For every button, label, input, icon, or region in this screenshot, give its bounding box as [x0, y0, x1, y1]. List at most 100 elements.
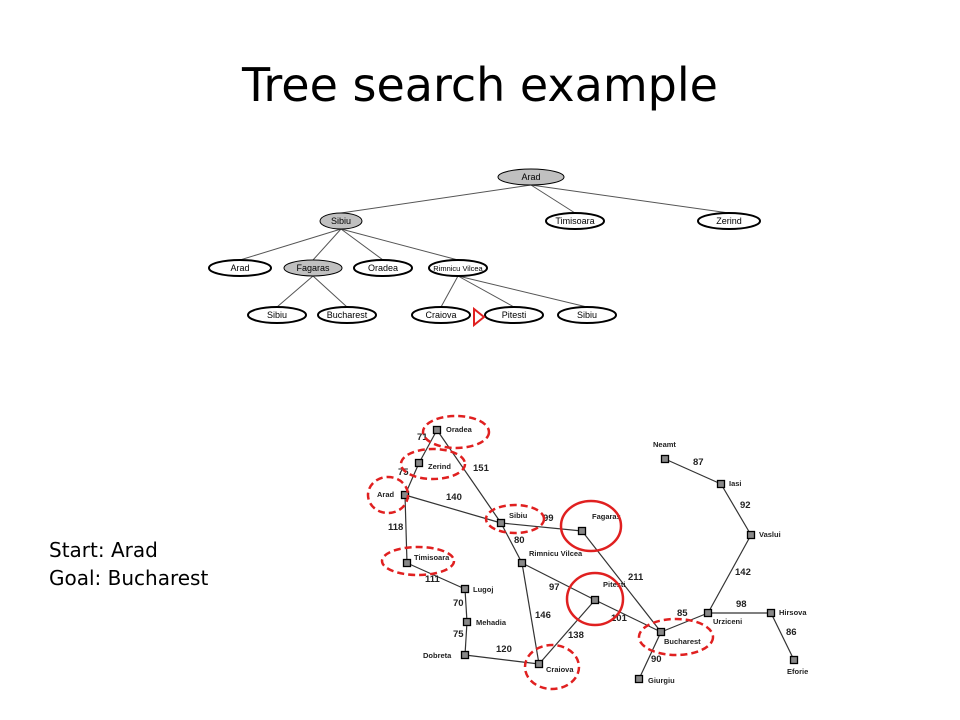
road-distance: 75	[398, 467, 409, 478]
city-hirsova: Hirsova	[766, 608, 807, 618]
road-hirsova-eforie	[770, 612, 795, 661]
city-marker-icon	[766, 608, 776, 618]
city-label: Lugoj	[473, 585, 493, 594]
road-sibiu-rimnicu	[500, 522, 523, 564]
city-timisoara: Timisoara	[402, 553, 450, 568]
road-distance: 146	[535, 610, 551, 621]
road-fagaras-bucharest	[581, 530, 662, 633]
tree-edge	[276, 275, 314, 308]
city-label: Rimnicu Vilcea	[529, 549, 583, 558]
tree-node-zerind: Zerind	[697, 212, 761, 230]
tree-node-label: Oradea	[368, 263, 398, 273]
city-label: Sibiu	[509, 511, 528, 520]
city-marker-icon	[460, 650, 470, 660]
city-marker-icon	[460, 584, 470, 594]
tree-node-timisoara: Timisoara	[545, 212, 605, 230]
tree-node-rimnicu-vilcea: Rimnicu Vilcea	[428, 259, 488, 277]
city-label: Urziceni	[713, 617, 742, 626]
road-pitesti-bucharest	[594, 599, 662, 633]
city-label: Bucharest	[664, 637, 701, 646]
road-distance: 97	[549, 582, 560, 593]
tree-node-label: Pitesti	[502, 310, 527, 320]
tree-node-label: Craiova	[425, 310, 456, 320]
road-distance: 142	[735, 567, 751, 578]
road-rimnicu-craiova	[521, 562, 540, 665]
city-oradea: Oradea	[432, 425, 473, 435]
tree-node-sibiu: Sibiu	[557, 306, 617, 324]
city-iasi: Iasi	[716, 479, 742, 489]
road-distance: 111	[425, 574, 441, 585]
tree-node-label: Timisoara	[555, 216, 594, 226]
tree-node-label: Zerind	[716, 216, 742, 226]
tree-node-arad: Arad	[497, 168, 565, 186]
city-marker-icon	[414, 458, 424, 468]
city-label: Craiova	[546, 665, 574, 674]
tree-node-oradea: Oradea	[353, 259, 413, 277]
city-label: Fagaras	[592, 512, 621, 521]
road-sibiu-fagaras	[500, 522, 583, 532]
city-marker-icon	[534, 659, 544, 669]
city-marker-icon	[656, 627, 666, 637]
city-marker-icon	[703, 608, 713, 618]
road-distance: 87	[693, 457, 704, 468]
city-label: Pitesti	[603, 580, 626, 589]
road-distance: 151	[473, 463, 490, 474]
city-urziceni: Urziceni	[703, 608, 742, 626]
road-dobreta-craiova	[464, 654, 540, 665]
road-distance: 80	[514, 535, 525, 546]
road-distance: 71	[417, 432, 428, 443]
tree-edge	[239, 228, 342, 261]
city-label: Hirsova	[779, 608, 807, 617]
city-label: Vaslui	[759, 530, 781, 539]
road-distance: 140	[446, 492, 462, 503]
city-craiova: Craiova	[534, 659, 574, 674]
road-distance: 101	[611, 613, 628, 624]
city-mehadia: Mehadia	[462, 617, 507, 627]
tree-edge	[340, 228, 459, 261]
frontier-highlight-timisoara	[380, 545, 456, 577]
road-distance: 99	[543, 513, 554, 524]
tree-edge	[340, 184, 532, 214]
road-rimnicu-pitesti	[521, 562, 596, 601]
road-distance: 98	[736, 599, 747, 610]
tree-node-sibiu: Sibiu	[319, 212, 363, 230]
city-marker-icon	[716, 479, 726, 489]
city-marker-icon	[660, 454, 670, 464]
city-dobreta: Dobreta	[423, 650, 470, 660]
tree-edge	[340, 228, 384, 261]
tree-node-bucharest: Bucharest	[317, 306, 377, 324]
road-pitesti-craiova	[538, 599, 596, 665]
slide-title: Tree search example	[242, 58, 718, 112]
tree-node-label: Rimnicu Vilcea	[433, 264, 483, 273]
tree-edge	[457, 275, 515, 308]
city-label: Dobreta	[423, 651, 452, 660]
road-distance: 211	[628, 572, 644, 583]
city-label: Oradea	[446, 425, 473, 434]
city-marker-icon	[462, 617, 472, 627]
city-vaslui: Vaslui	[746, 530, 781, 540]
road-bucharest-urziceni	[660, 612, 709, 633]
road-bucharest-giurgiu	[638, 631, 662, 680]
frontier-highlight-craiova	[523, 643, 581, 691]
tree-node-label: Arad	[230, 263, 249, 273]
city-arad: Arad	[377, 490, 410, 500]
city-marker-icon	[496, 518, 506, 528]
tree-edge	[457, 275, 588, 308]
tree-node-craiova: Craiova	[411, 306, 471, 324]
tree-node-pitesti: Pitesti	[484, 306, 544, 324]
city-eforie: Eforie	[787, 655, 808, 676]
city-bucharest: Bucharest	[656, 627, 701, 646]
road-timisoara-lugoj	[406, 562, 466, 590]
city-marker-icon	[789, 655, 799, 665]
road-distance: 70	[453, 598, 464, 609]
tree-edge	[312, 228, 342, 261]
city-label: Giurgiu	[648, 676, 675, 685]
tree-edges	[239, 184, 730, 308]
city-label: Timisoara	[414, 553, 450, 562]
frontier-highlight-arad	[366, 475, 410, 515]
tree-node-label: Sibiu	[577, 310, 597, 320]
city-label: Zerind	[428, 462, 451, 471]
